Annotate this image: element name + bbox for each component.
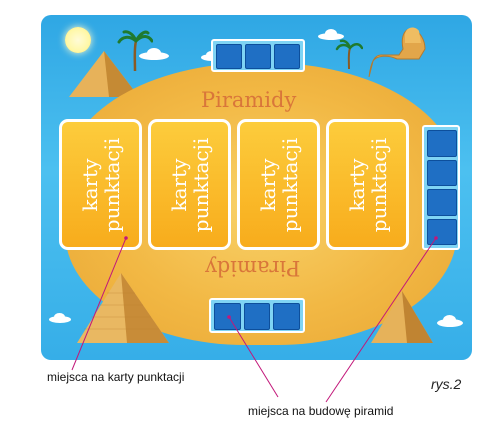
cloud-icon: [437, 315, 463, 327]
build-slot[interactable]: [243, 303, 271, 330]
build-slot[interactable]: [245, 44, 271, 69]
build-slot[interactable]: [273, 303, 301, 330]
pyramid-icon: [69, 51, 139, 97]
leader-line-pyramid-right: [325, 237, 437, 403]
scoring-card-slot[interactable]: karty punktacji: [237, 119, 320, 250]
annotation-pyramid-build: miejsca na budowę piramid: [248, 404, 394, 418]
pyramid-icon: [371, 291, 433, 343]
cloud-icon: [318, 29, 344, 40]
pyramid-icon: [77, 273, 169, 343]
board-title-top: Piramidy: [201, 88, 297, 112]
sun-icon: [65, 27, 91, 53]
cloud-icon: [49, 313, 71, 323]
leader-line-scoring-cards: [71, 237, 127, 371]
figure-label: rys.2: [431, 376, 462, 392]
scoring-card-slot[interactable]: karty punktacji: [326, 119, 409, 250]
sphinx-icon: [368, 27, 426, 77]
annotation-scoring-cards: miejsca na karty punktacji: [47, 370, 185, 384]
leader-line-pyramid-bottom: [228, 316, 279, 398]
build-slot[interactable]: [427, 130, 457, 157]
cloud-icon: [139, 48, 169, 60]
build-slot[interactable]: [216, 44, 242, 69]
build-slot[interactable]: [427, 218, 457, 245]
leader-dot-pyramid-right: [434, 236, 438, 240]
build-slot[interactable]: [274, 44, 300, 69]
build-slot[interactable]: [427, 189, 457, 216]
scoring-card-slot[interactable]: karty punktacji: [148, 119, 231, 250]
pyramid-build-slots-bottom[interactable]: [209, 298, 305, 333]
leader-dot-pyramid-bottom: [227, 315, 231, 319]
pyramid-build-slots-right[interactable]: [422, 125, 460, 250]
pyramid-build-slots-top[interactable]: [211, 39, 305, 72]
build-slot[interactable]: [427, 159, 457, 186]
palm-tree-icon: [335, 39, 363, 69]
leader-dot-scoring-cards: [124, 236, 128, 240]
scoring-card-slot[interactable]: karty punktacji: [59, 119, 142, 250]
palm-tree-icon: [117, 30, 153, 71]
